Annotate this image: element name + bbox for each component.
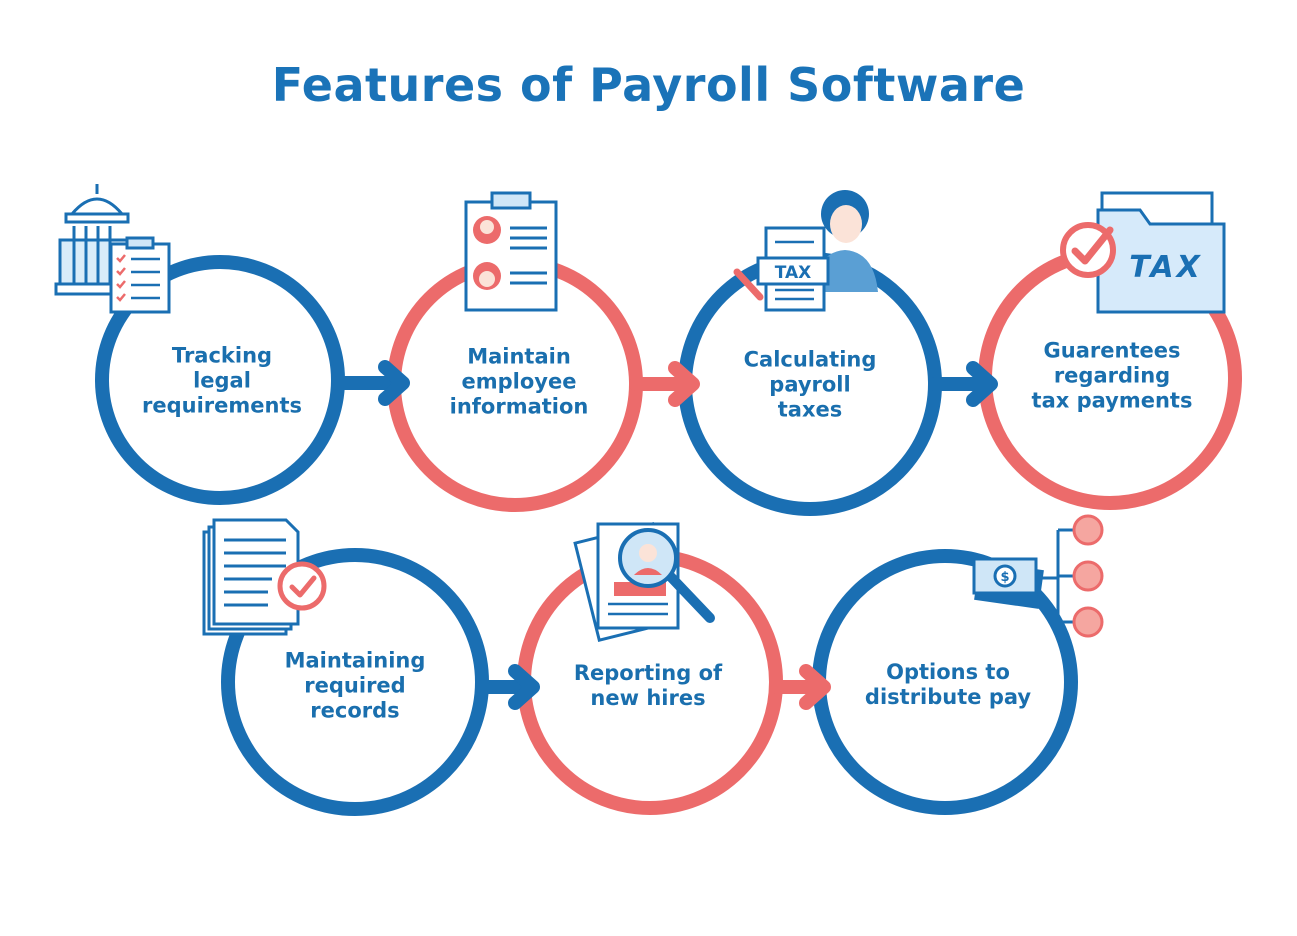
feature-label-distribute-pay: Options to distribute pay <box>864 660 1032 709</box>
dollar-sign: $ <box>1000 570 1009 585</box>
tax-label-large: TAX <box>1129 250 1202 285</box>
resume-magnifier-icon <box>573 521 715 643</box>
feature-label-tracking-legal: Tracking legal requirements <box>142 343 302 418</box>
arrow-2-3 <box>629 361 700 407</box>
feature-label-employee-info: Maintain employee information <box>449 344 589 419</box>
feature-label-new-hires: Reporting of new hires <box>573 661 723 710</box>
tax-document-person-icon: TAX <box>733 190 878 312</box>
arrow-3-4 <box>928 361 998 407</box>
feature-label-payroll-taxes: Calculating payroll taxes <box>743 347 877 422</box>
records-stack-check-icon <box>202 518 327 636</box>
tax-label-small: TAX <box>775 263 812 283</box>
page-title: Features of Payroll Software <box>271 58 1026 112</box>
employee-clipboard-icon <box>464 191 558 312</box>
arrow-6-7 <box>769 664 831 710</box>
government-building-checklist-icon <box>54 184 171 314</box>
money-options-icon: $ <box>972 514 1104 638</box>
feature-label-records: Maintaining required records <box>284 648 426 723</box>
arrow-1-2 <box>331 360 410 406</box>
feature-label-tax-guarantees: Guarentees regarding tax payments <box>1031 338 1193 413</box>
arrow-5-6 <box>475 664 540 710</box>
tax-folder-check-icon: TAX <box>1060 191 1226 314</box>
connector-arrows <box>331 360 998 710</box>
